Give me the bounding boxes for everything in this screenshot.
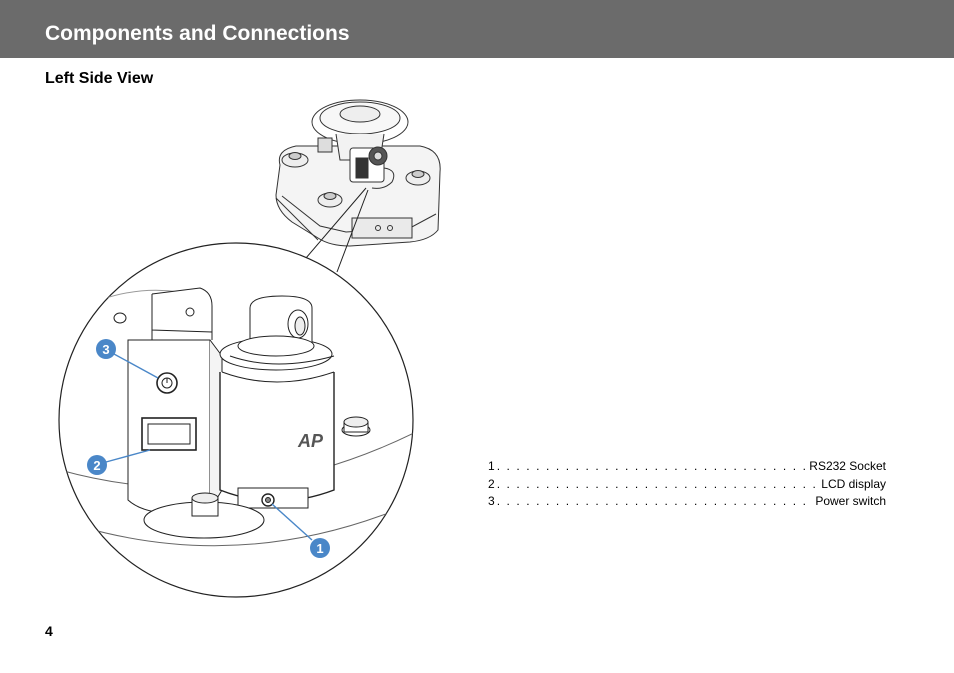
page-title: Components and Connections [45,22,350,45]
zoom-line-left [305,187,367,259]
legend-item-label: Power switch [815,494,886,508]
callout-1-number: 1 [316,541,323,556]
legend-item-number: 2 [488,476,495,491]
zoom-detail: AP [58,242,414,598]
callout-3-number: 3 [102,342,109,357]
callout-2: 2 [87,455,107,475]
callout-1-leader [271,503,313,541]
header-bar: Components and Connections [0,0,954,58]
page-number: 4 [45,623,53,639]
legend-item: 3 . . . . . . . . . . . . . . . . . . . … [488,493,886,511]
legend-leader-dots: . . . . . . . . . . . . . . . . . . . . … [496,476,820,491]
legend-item-label: LCD display [821,476,886,491]
legend-leader-dots: . . . . . . . . . . . . . . . . . . . . … [496,459,808,473]
brand-mark: AP [297,431,324,451]
callout-2-number: 2 [93,458,100,473]
callout-3-leader [113,353,159,379]
legend-item-label: RS232 Socket [809,459,886,473]
callout-1: 1 [310,538,330,558]
callout-2-leader [105,449,151,463]
callout-3: 3 [96,339,116,359]
legend-item: 2 . . . . . . . . . . . . . . . . . . . … [488,476,886,494]
legend-leader-dots: . . . . . . . . . . . . . . . . . . . . … [496,494,814,508]
legend-item-number: 3 [488,494,495,508]
component-legend: 1 . . . . . . . . . . . . . . . . . . . … [488,458,886,511]
device-overview [275,99,441,247]
section-title: Left Side View [45,70,154,87]
legend-item: 1 . . . . . . . . . . . . . . . . . . . … [488,458,886,476]
zoom-line-right [336,189,369,273]
legend-item-number: 1 [488,459,495,473]
